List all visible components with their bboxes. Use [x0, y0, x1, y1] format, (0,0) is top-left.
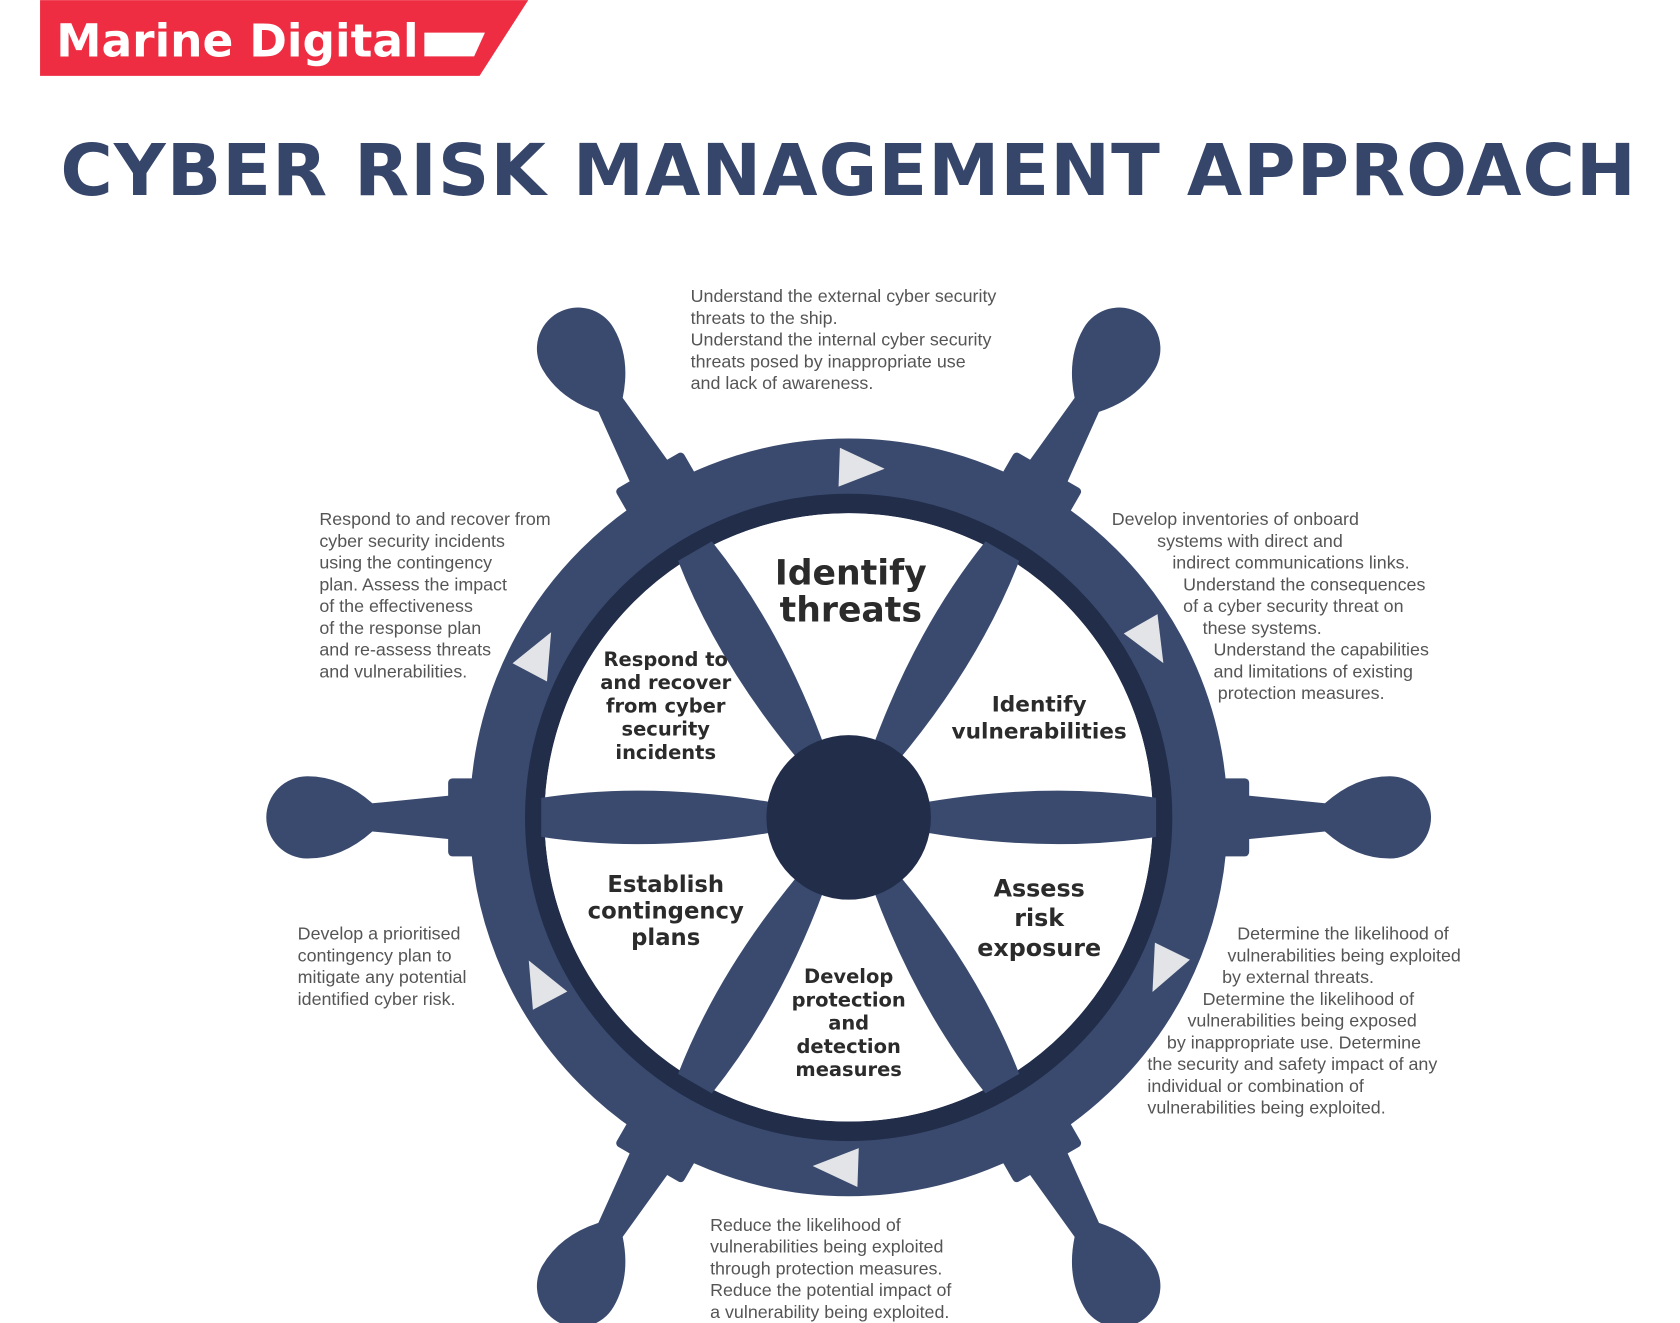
- wheel-spoke: [678, 541, 828, 768]
- segment-label-line: detection: [796, 1035, 900, 1058]
- wheel-spoke: [541, 790, 784, 845]
- wheel-hub: [766, 735, 931, 900]
- segment-label-line: plans: [631, 925, 700, 951]
- segment-label-line: protection: [792, 988, 906, 1011]
- wheel-spoke: [913, 790, 1157, 845]
- segment-label-line: Establish: [607, 872, 724, 898]
- segment-label-line: vulnerabilities: [952, 719, 1127, 744]
- segment-label-line: and: [828, 1012, 869, 1035]
- segment-label-line: exposure: [977, 934, 1101, 962]
- segment-label-line: Respond to: [604, 648, 728, 671]
- segment-description-line: indirect communications links.: [1172, 553, 1409, 573]
- segment-label-line: Identify: [775, 554, 927, 594]
- segment-description-line: Reduce the likelihood of: [710, 1215, 901, 1235]
- segment-description-line: Understand the external cyber security: [691, 286, 997, 306]
- segment-description-line: a vulnerability being exploited.: [710, 1302, 949, 1322]
- cycle-arrow-icon: [812, 1148, 859, 1188]
- segment-description-line: Understand the internal cyber security: [691, 330, 992, 350]
- wheel-handle: [1203, 776, 1432, 859]
- segment-description-line: vulnerabilities being exposed: [1187, 1011, 1416, 1031]
- segment-description-line: vulnerabilities being exploited: [1228, 945, 1461, 965]
- segment-description-line: Respond to and recover from: [319, 509, 550, 529]
- cycle-arrow-icon: [528, 960, 568, 1010]
- segment-description-line: and limitations of existing: [1213, 661, 1413, 681]
- ship-wheel: [266, 307, 1432, 1323]
- segment-description-line: plan. Assess the impact: [319, 574, 507, 594]
- segment-label-line: Identify: [992, 692, 1087, 717]
- segment-label-line: and recover: [600, 671, 731, 694]
- segment-description-line: the security and safety impact of any: [1147, 1054, 1437, 1074]
- segment-description-line: identified cyber risk.: [298, 989, 456, 1009]
- segment-description-line: by inappropriate use. Determine: [1167, 1032, 1421, 1052]
- flag-icon: [424, 32, 485, 57]
- segment-description-line: Reduce the potential impact of: [710, 1280, 951, 1300]
- segment-description-line: vulnerabilities being exploited.: [1147, 1098, 1385, 1118]
- segment-description-line: and re-assess threats: [319, 640, 491, 660]
- segment-description-line: vulnerabilities being exploited: [710, 1237, 943, 1257]
- wheel-spoke: [869, 541, 1020, 768]
- segment-description-line: through protection measures.: [710, 1258, 942, 1278]
- segment-description-line: Determine the likelihood of: [1237, 924, 1448, 944]
- cycle-arrow-icon: [838, 447, 885, 487]
- brand-logo: Marine Digital: [40, 0, 529, 76]
- segment-label-line: incidents: [615, 741, 716, 764]
- segment-label-line: Develop: [804, 965, 893, 988]
- segment-label-line: contingency: [588, 899, 744, 925]
- segment-description-line: protection measures.: [1218, 683, 1385, 703]
- segment-label-line: risk: [1014, 904, 1065, 932]
- segment-description-line: cyber security incidents: [319, 531, 505, 551]
- cycle-arrow-icon: [1123, 614, 1164, 664]
- segment-label-line: security: [621, 718, 710, 741]
- segment-description-line: and vulnerabilities.: [319, 661, 467, 681]
- segment-description-line: these systems.: [1203, 618, 1322, 638]
- segment-description-line: Develop inventories of onboard: [1112, 509, 1359, 529]
- segment-label-line: from cyber: [606, 694, 726, 717]
- segment-description-line: Determine the likelihood of: [1203, 989, 1414, 1009]
- wheel-spoke: [678, 867, 828, 1094]
- inner-ring: [525, 493, 1173, 1142]
- segment-label-line: Assess: [994, 874, 1085, 902]
- segment-description-line: mitigate any potential: [298, 967, 467, 987]
- segment-description-line: Develop a prioritised: [298, 924, 461, 944]
- segment-description-line: by external threats.: [1222, 967, 1374, 987]
- page-title: CYBER RISK MANAGEMENT APPROACH: [60, 129, 1637, 212]
- segment-description-line: systems with direct and: [1157, 531, 1343, 551]
- cycle-arrow-icon: [1152, 942, 1190, 993]
- wheel-spoke: [869, 867, 1020, 1094]
- segment-description-line: and lack of awareness.: [691, 373, 874, 393]
- segment-description-line: contingency plan to: [298, 945, 452, 965]
- segment-description-line: of the response plan: [319, 618, 481, 638]
- segment-description-line: Understand the capabilities: [1213, 640, 1429, 660]
- segment-label-line: threats: [780, 590, 922, 630]
- wheel-handle: [266, 776, 494, 859]
- segment-description-line: Understand the consequences: [1183, 574, 1425, 594]
- segment-description-line: threats to the ship.: [691, 308, 838, 328]
- segment-description-line: of the effectiveness: [319, 596, 473, 616]
- segment-description-line: of a cyber security threat on: [1183, 596, 1403, 616]
- segment-description-line: using the contingency: [319, 553, 492, 573]
- brand-name: Marine Digital: [56, 14, 418, 67]
- segment-label-line: measures: [795, 1058, 901, 1081]
- cycle-arrow-icon: [512, 632, 552, 682]
- segment-description-line: individual or combination of: [1147, 1076, 1363, 1096]
- segment-description-line: threats posed by inappropriate use: [691, 351, 966, 371]
